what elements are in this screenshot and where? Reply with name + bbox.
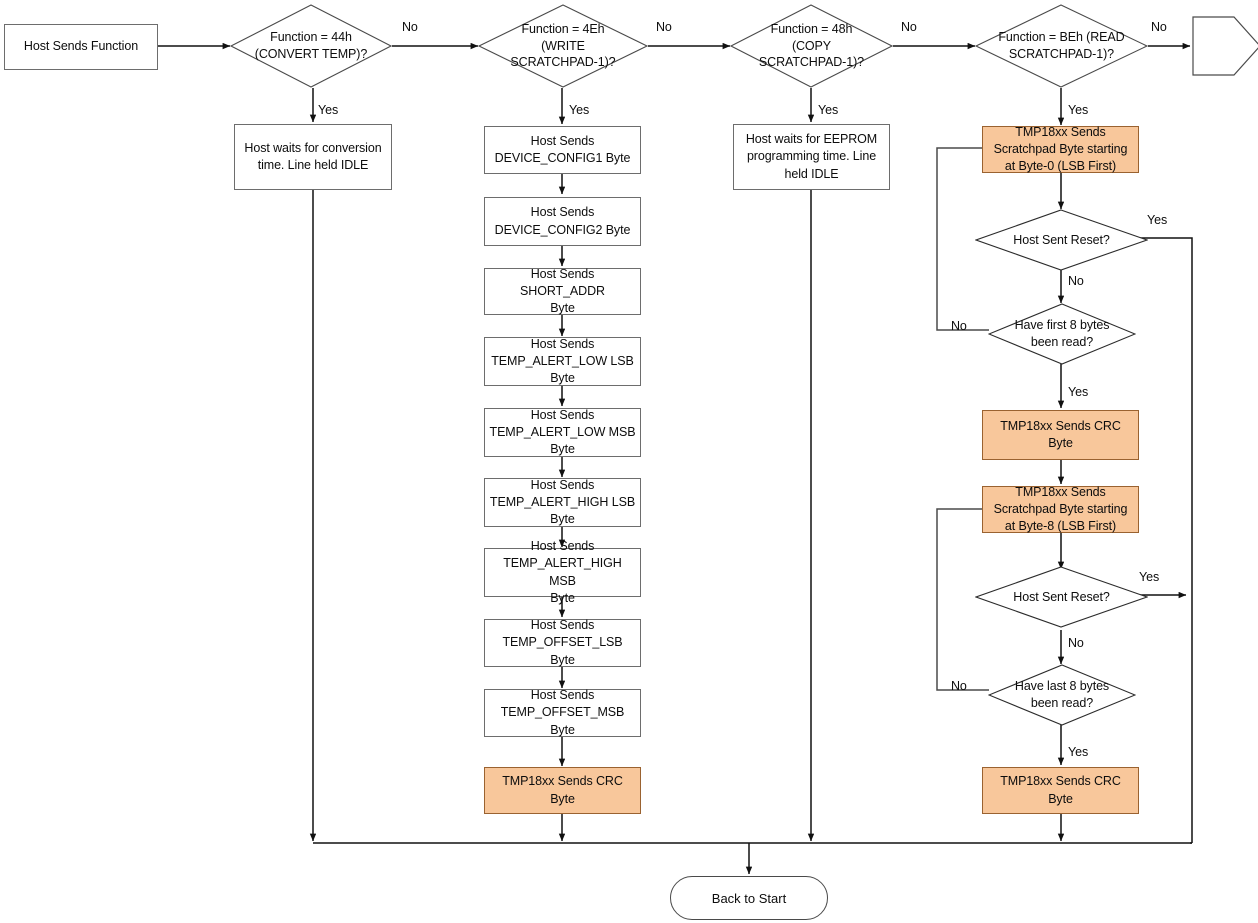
edge-label-no-last8: No xyxy=(951,679,967,693)
process-temp-offset-lsb-label: Host Sends TEMP_OFFSET_LSB Byte xyxy=(502,618,623,667)
process-host-sends-function[interactable]: Host Sends Function xyxy=(4,24,158,70)
decision-convert-temp[interactable]: Function = 44h (CONVERT TEMP)? xyxy=(230,4,392,88)
terminator-back-to-start-label: Back to Start xyxy=(711,890,787,906)
process-temp-offset-lsb[interactable]: Host Sends TEMP_OFFSET_LSB Byte xyxy=(484,618,641,667)
process-short-addr[interactable]: Host Sends SHORT_ADDR Byte xyxy=(484,266,641,316)
decision-read-scratchpad-label: Function = BEh (READ SCRATCHPAD-1)? xyxy=(998,30,1125,61)
edge-label-yes-reset-2: Yes xyxy=(1139,570,1160,584)
decision-write-scratchpad-label: Function = 4Eh (WRITE SCRATCHPAD-1)? xyxy=(510,21,616,70)
offpage-connector[interactable] xyxy=(1192,16,1258,76)
edge-label-yes-copy: Yes xyxy=(818,103,839,117)
diamond-shape xyxy=(478,4,648,88)
edge-label-no-first8: No xyxy=(951,319,967,333)
diamond-shape xyxy=(230,4,392,88)
process-wait-conversion-label: Host waits for conversion time. Line hel… xyxy=(244,140,382,172)
process-temp-alert-high-lsb-label: Host Sends TEMP_ALERT_HIGH LSB Byte xyxy=(489,477,636,527)
diamond-shape xyxy=(975,566,1148,628)
decision-have-last-8-bytes[interactable]: Have last 8 bytes been read? xyxy=(988,664,1136,726)
process-device-config2-label: Host Sends DEVICE_CONFIG2 Byte xyxy=(494,205,631,237)
process-scratchpad-byte-8-label: TMP18xx Sends Scratchpad Byte starting a… xyxy=(993,484,1128,534)
process-temp-alert-low-msb-label: Host Sends TEMP_ALERT_LOW MSB Byte xyxy=(489,407,636,457)
process-crc-byte-write-label: TMP18xx Sends CRC Byte xyxy=(502,774,623,806)
decision-host-sent-reset-2[interactable]: Host Sent Reset? xyxy=(975,566,1148,628)
process-scratchpad-byte-8[interactable]: TMP18xx Sends Scratchpad Byte starting a… xyxy=(982,484,1139,534)
edge-label-no-copy: No xyxy=(901,20,917,34)
edge-label-yes-convert: Yes xyxy=(318,103,339,117)
edge-label-no-read: No xyxy=(1151,20,1167,34)
process-crc-byte-last-label: TMP18xx Sends CRC Byte xyxy=(1000,774,1121,806)
diamond-shape xyxy=(975,4,1148,88)
process-temp-alert-high-lsb[interactable]: Host Sends TEMP_ALERT_HIGH LSB Byte xyxy=(484,478,641,527)
process-crc-byte-write[interactable]: TMP18xx Sends CRC Byte xyxy=(484,767,641,814)
edge-label-yes-write: Yes xyxy=(569,103,590,117)
process-crc-byte-first-label: TMP18xx Sends CRC Byte xyxy=(1000,418,1121,450)
decision-write-scratchpad[interactable]: Function = 4Eh (WRITE SCRATCHPAD-1)? xyxy=(478,4,648,88)
process-device-config2[interactable]: Host Sends DEVICE_CONFIG2 Byte xyxy=(484,197,641,246)
edge-label-yes-reset-1: Yes xyxy=(1147,213,1168,227)
process-temp-alert-low-msb[interactable]: Host Sends TEMP_ALERT_LOW MSB Byte xyxy=(484,408,641,457)
process-device-config1[interactable]: Host Sends DEVICE_CONFIG1 Byte xyxy=(484,126,641,174)
edge-label-yes-first8: Yes xyxy=(1068,385,1089,399)
process-temp-alert-low-lsb-label: Host Sends TEMP_ALERT_LOW LSB Byte xyxy=(491,336,634,386)
process-device-config1-label: Host Sends DEVICE_CONFIG1 Byte xyxy=(494,133,631,165)
decision-convert-temp-label: Function = 44h (CONVERT TEMP)? xyxy=(254,30,368,61)
process-temp-offset-msb[interactable]: Host Sends TEMP_OFFSET_MSB Byte xyxy=(484,688,641,737)
process-wait-eeprom[interactable]: Host waits for EEPROM programming time. … xyxy=(733,124,890,190)
edge-label-no-reset-1: No xyxy=(1068,274,1084,288)
pentagon-shape xyxy=(1192,16,1258,76)
decision-have-first-8-bytes-label: Have first 8 bytes been read? xyxy=(1014,318,1110,349)
wire-reset1-yes xyxy=(1133,237,1193,843)
edge-label-yes-read: Yes xyxy=(1068,103,1089,117)
process-crc-byte-first[interactable]: TMP18xx Sends CRC Byte xyxy=(982,410,1139,460)
decision-read-scratchpad[interactable]: Function = BEh (READ SCRATCHPAD-1)? xyxy=(975,4,1148,88)
diamond-shape xyxy=(975,209,1148,271)
terminator-back-to-start[interactable]: Back to Start xyxy=(670,876,828,920)
process-scratchpad-byte-0[interactable]: TMP18xx Sends Scratchpad Byte starting a… xyxy=(982,124,1139,174)
diamond-shape xyxy=(988,664,1136,726)
process-temp-alert-high-msb[interactable]: Host Sends TEMP_ALERT_HIGH MSB Byte xyxy=(484,539,641,605)
process-scratchpad-byte-0-label: TMP18xx Sends Scratchpad Byte starting a… xyxy=(993,124,1128,174)
decision-host-sent-reset-1[interactable]: Host Sent Reset? xyxy=(975,209,1148,271)
process-temp-offset-msb-label: Host Sends TEMP_OFFSET_MSB Byte xyxy=(500,688,625,737)
decision-copy-scratchpad[interactable]: Function = 48h (COPY SCRATCHPAD-1)? xyxy=(730,4,893,88)
process-temp-alert-high-msb-label: Host Sends TEMP_ALERT_HIGH MSB Byte xyxy=(503,539,622,605)
process-short-addr-label: Host Sends SHORT_ADDR Byte xyxy=(520,266,605,316)
process-crc-byte-last[interactable]: TMP18xx Sends CRC Byte xyxy=(982,767,1139,814)
decision-host-sent-reset-2-label: Host Sent Reset? xyxy=(1013,589,1110,604)
edge-label-no-reset-2: No xyxy=(1068,636,1084,650)
decision-have-last-8-bytes-label: Have last 8 bytes been read? xyxy=(1014,679,1110,710)
edge-label-yes-last8: Yes xyxy=(1068,745,1089,759)
process-wait-eeprom-label: Host waits for EEPROM programming time. … xyxy=(745,132,878,181)
process-temp-alert-low-lsb[interactable]: Host Sends TEMP_ALERT_LOW LSB Byte xyxy=(484,337,641,386)
process-wait-conversion[interactable]: Host waits for conversion time. Line hel… xyxy=(234,124,392,190)
diamond-shape xyxy=(730,4,893,88)
process-host-sends-function-label: Host Sends Function xyxy=(23,39,139,54)
diamond-shape xyxy=(988,303,1136,365)
decision-copy-scratchpad-label: Function = 48h (COPY SCRATCHPAD-1)? xyxy=(758,21,865,70)
decision-host-sent-reset-1-label: Host Sent Reset? xyxy=(1013,232,1110,247)
edge-label-no-convert: No xyxy=(402,20,418,34)
edge-label-no-write: No xyxy=(656,20,672,34)
decision-have-first-8-bytes[interactable]: Have first 8 bytes been read? xyxy=(988,303,1136,365)
